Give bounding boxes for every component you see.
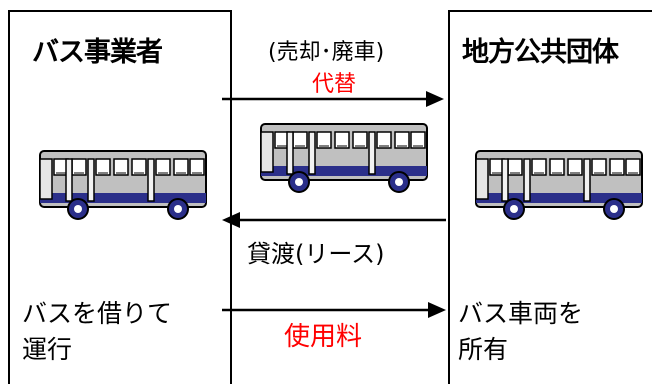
lease-label: 貸渡(リース) xyxy=(247,240,385,268)
bus-illustration-operator xyxy=(39,150,207,220)
local-government-description: バス車両を 所有 xyxy=(458,296,583,368)
bus-operator-description-line2: 運行 xyxy=(22,335,73,364)
local-government-description-line2: 所有 xyxy=(458,335,509,364)
bus-operator-title: バス事業者 xyxy=(32,37,163,68)
local-government-title: 地方公共団体 xyxy=(462,37,619,68)
usage-fee-label: 使用料 xyxy=(284,322,363,352)
local-government-description-line1: バス車両を xyxy=(458,299,584,328)
sale-disposal-note: (売却･廃車) xyxy=(268,40,385,65)
lease-arrow xyxy=(222,210,446,230)
bus-icon xyxy=(34,145,210,225)
replacement-arrow xyxy=(222,89,444,109)
bus-icon xyxy=(255,118,431,198)
bus-illustration-government xyxy=(475,150,643,220)
replacement-label: 代替 xyxy=(312,72,357,97)
bus-illustration-transfer xyxy=(260,123,428,193)
bus-icon xyxy=(470,145,646,225)
usage-fee-arrow xyxy=(222,300,446,320)
bus-operator-description: バスを借りて 運行 xyxy=(22,296,172,368)
bus-operator-description-line1: バスを借りて xyxy=(22,299,173,328)
